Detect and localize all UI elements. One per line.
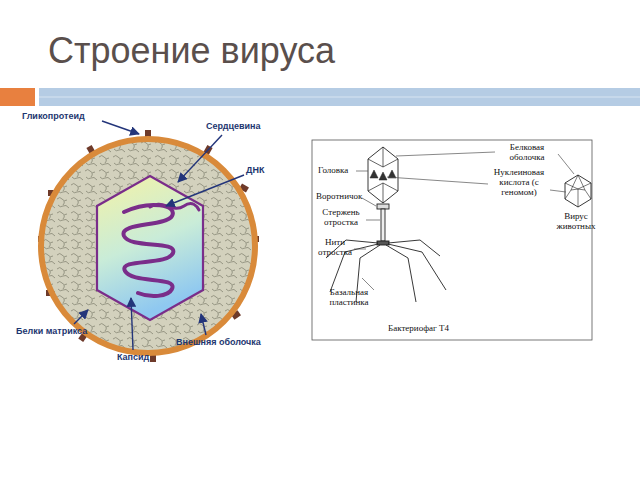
phage-collar: [377, 204, 389, 209]
slide-title: Строение вируса: [48, 30, 335, 72]
dna-coil: [123, 205, 173, 296]
leader-arrows: [74, 121, 244, 350]
phage-head: [368, 147, 398, 203]
phage-part-label: Нити отростка: [316, 238, 354, 258]
phage-baseplate: [377, 241, 389, 245]
header-bar: [39, 88, 640, 106]
phage-part-label: Вирус животных: [554, 212, 598, 232]
part-label: Сердцевина: [206, 122, 261, 132]
leader-lines: [354, 152, 574, 290]
animal-virus-icon: [565, 175, 591, 207]
phage-panel: [312, 140, 592, 340]
part-label: Внешняя оболочка: [176, 338, 261, 348]
header-accent: [0, 88, 35, 106]
part-label: Белки матрикса: [16, 327, 87, 337]
outer-envelope: [41, 139, 255, 353]
phage-part-label: Нуклеиновая кислота (с геномом): [488, 168, 550, 198]
part-label: Капсид: [117, 353, 149, 363]
part-label: Гликопротеид: [22, 112, 85, 122]
phage-part-label: Базальная пластинка: [318, 288, 380, 308]
phage-part-label: Воротничок: [316, 192, 362, 202]
phage-part-label: Стержень отростка: [316, 208, 366, 228]
phage-part-label: Головка: [318, 166, 348, 176]
part-label: ДНК: [246, 166, 264, 176]
phage-part-label: Бактериофаг Т4: [388, 324, 449, 334]
dna-tail: [150, 203, 199, 210]
phage-part-label: Белковая оболочка: [497, 143, 557, 163]
phage-tail: [381, 209, 385, 241]
